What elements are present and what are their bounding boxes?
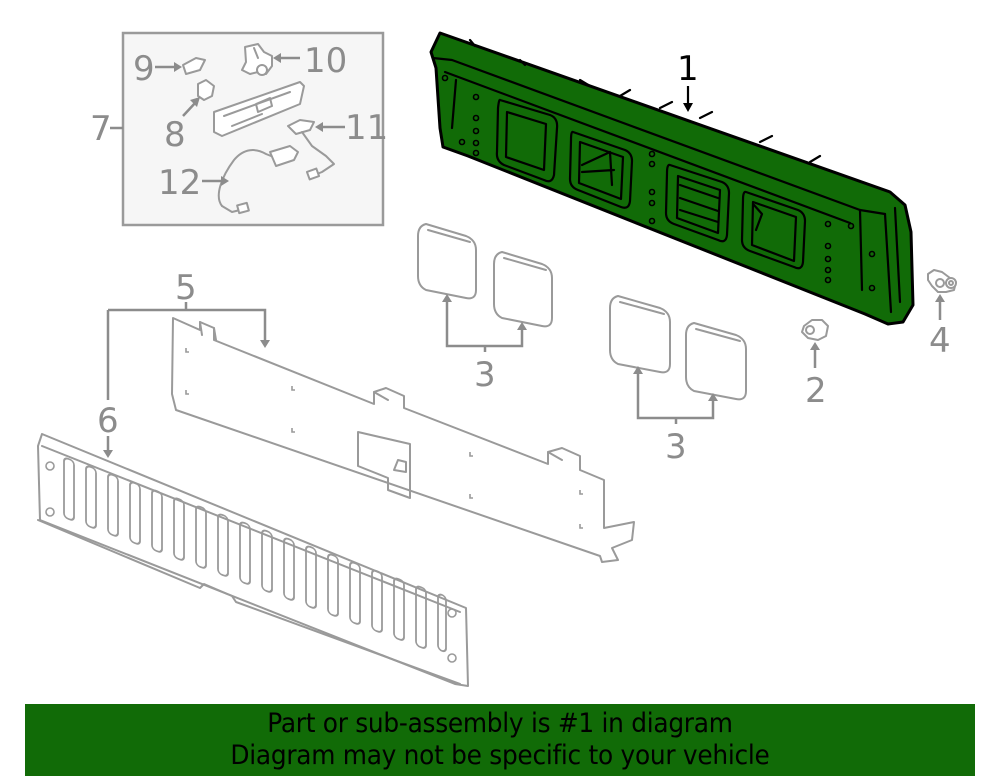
banner-line-disclaimer: Diagram may not be specific to your vehi…	[230, 740, 770, 771]
callout-4: 4	[929, 321, 951, 361]
part-5-inner-panel	[171, 317, 635, 563]
callout-2: 2	[805, 371, 827, 411]
part-3-cover-plates-a	[417, 223, 553, 328]
callout-8: 8	[164, 115, 186, 155]
parts-diagram: 7 9 10 8 11	[37, 31, 957, 687]
part-11-control-module	[213, 81, 335, 181]
diagram-notice-banner: Part or sub-assembly is #1 in diagram Di…	[25, 704, 975, 776]
callout-12: 12	[158, 163, 201, 203]
part-10-bracket	[241, 43, 273, 76]
callout-9: 9	[133, 49, 155, 89]
inset-subassembly-box: 7 9 10 8 11	[90, 31, 388, 227]
part-1-rear-panel-highlighted[interactable]: 1	[429, 31, 915, 326]
part-12-wiring-harness	[217, 145, 299, 215]
banner-line-part-number: Part or sub-assembly is #1 in diagram	[267, 708, 733, 739]
callout-6: 6	[97, 401, 119, 441]
callout-5: 5	[175, 268, 197, 308]
part-8-switch	[197, 79, 215, 101]
part-3-cover-plates-b	[609, 295, 747, 401]
part-4-bolt	[927, 269, 957, 293]
part-9-clip	[182, 57, 206, 75]
callout-1: 1	[677, 49, 699, 89]
callout-11: 11	[345, 108, 388, 148]
part-6-ribbed-trim-panel	[37, 433, 469, 687]
callout-7: 7	[90, 109, 112, 149]
callout-3-group-b: 3	[665, 427, 687, 467]
callout-10: 10	[304, 41, 347, 81]
part-2-nut	[801, 319, 829, 341]
callout-3-group-a: 3	[474, 355, 496, 395]
